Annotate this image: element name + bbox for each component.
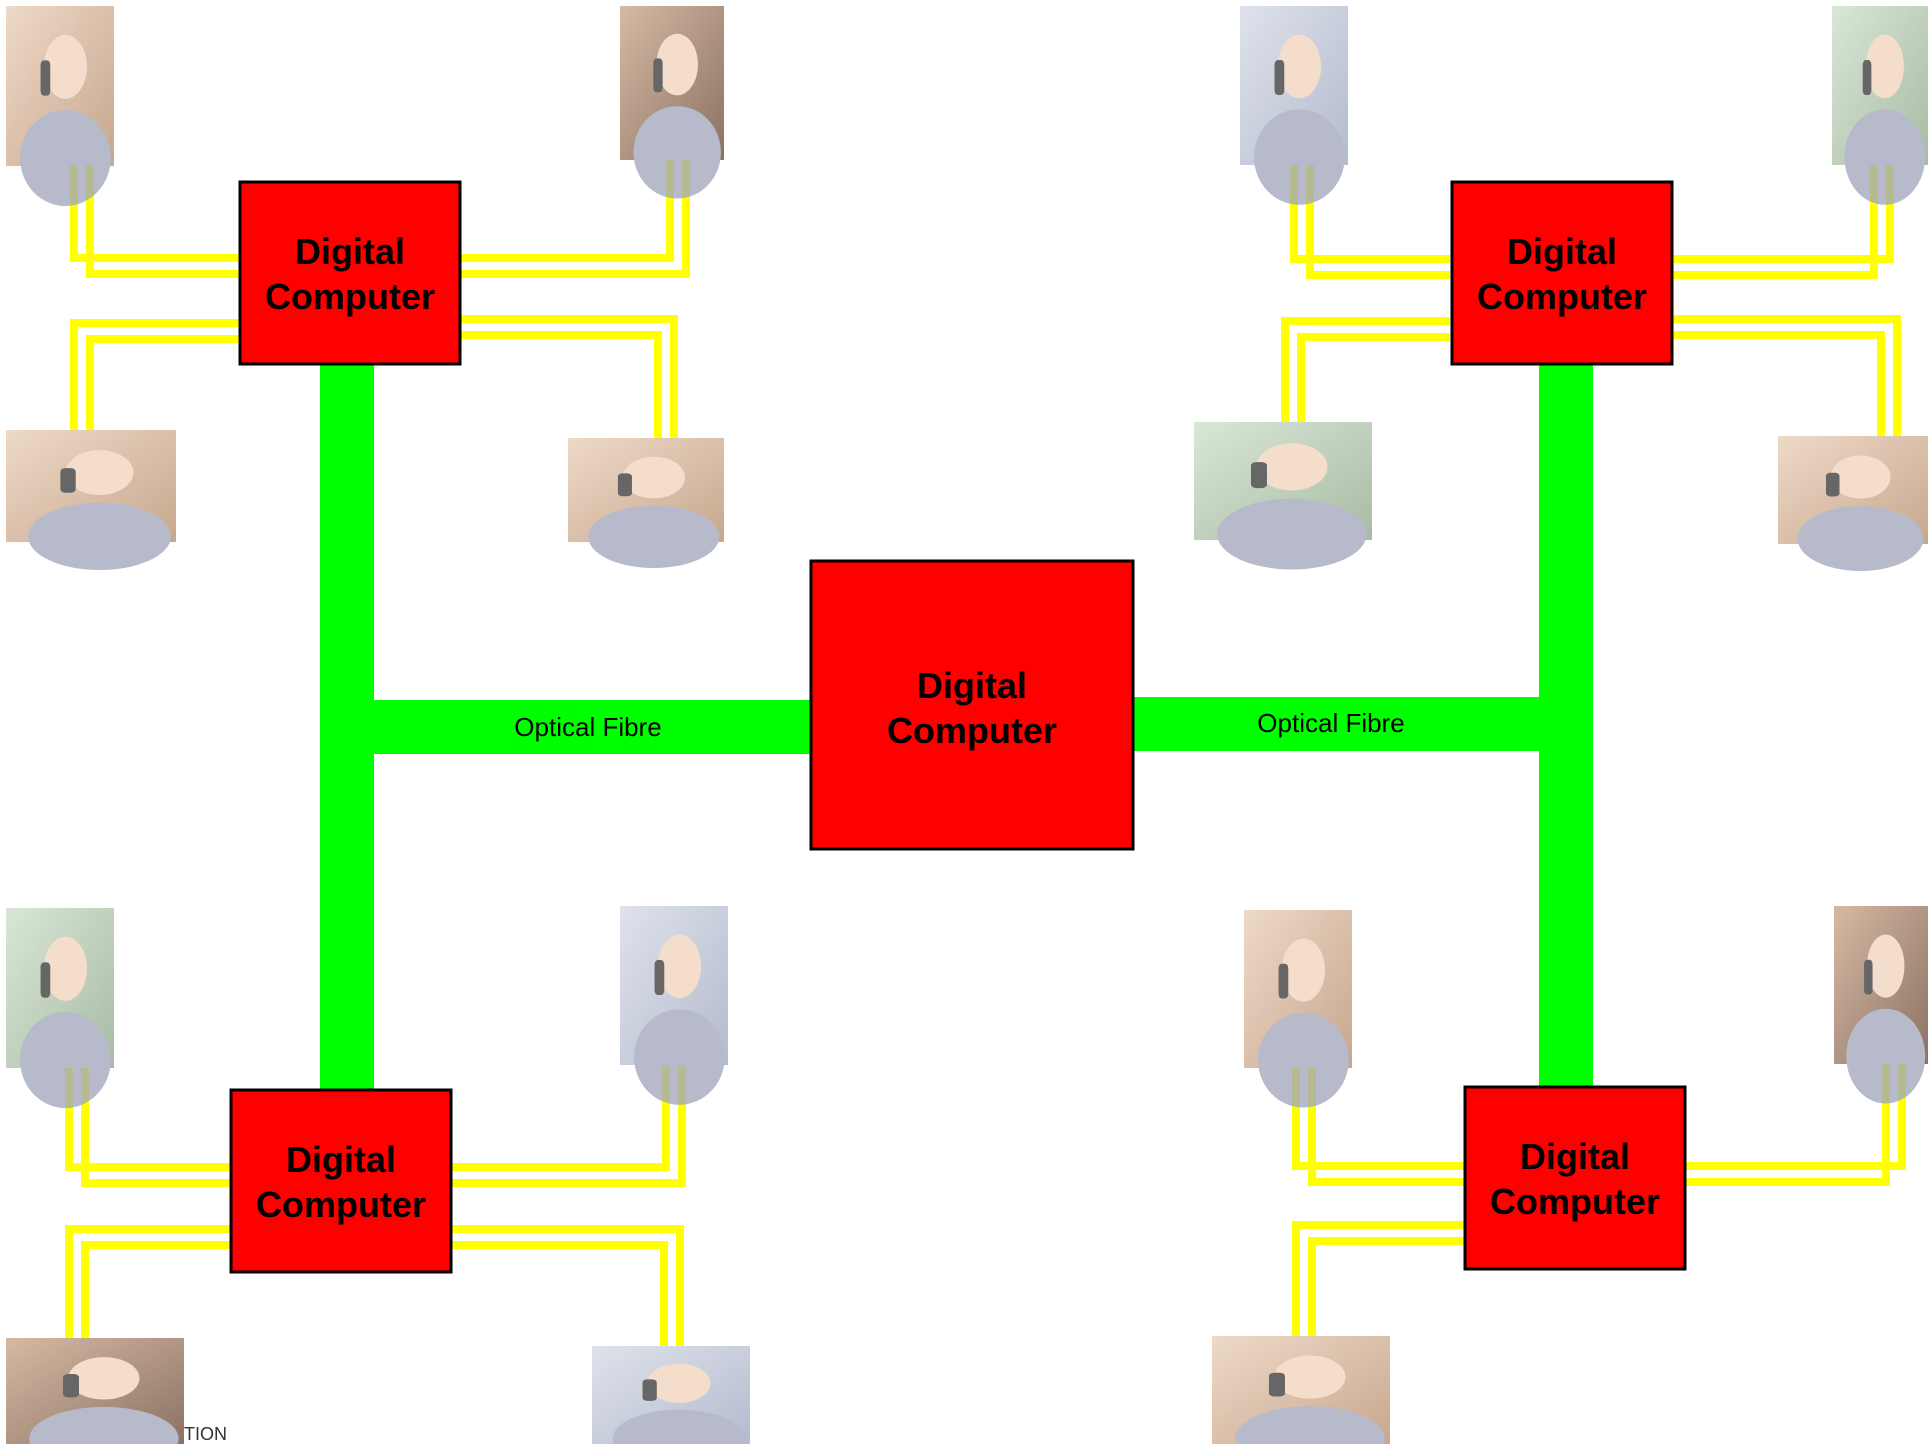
person-on-phone-photo-tl-2	[620, 6, 724, 199]
phone-line-tl-3	[70, 319, 240, 430]
person-on-phone-photo-br-2	[1834, 906, 1928, 1104]
phone-line-tl-4	[460, 315, 678, 438]
svg-text:Computer: Computer	[1490, 1181, 1660, 1222]
fibre-label-left: Optical Fibre	[514, 712, 661, 742]
person-on-phone-photo-br-1	[1244, 910, 1352, 1108]
svg-text:Computer: Computer	[887, 710, 1057, 751]
person-on-phone-photo-tl-3	[6, 430, 176, 570]
computer-center: Digital Computer	[809, 559, 1135, 851]
svg-text:Computer: Computer	[265, 276, 435, 317]
phone-user-photos	[6, 6, 1928, 1444]
computer-bottom-left: Digital Computer	[229, 1088, 453, 1274]
person-on-phone-photo-tr-1	[1240, 6, 1348, 205]
phone-lines	[65, 160, 1906, 1346]
phone-line-bl-3	[65, 1225, 230, 1338]
computer-top-right: Digital Computer	[1450, 180, 1674, 366]
phone-line-tr-3	[1281, 317, 1450, 422]
person-on-phone-photo-bl-1	[6, 908, 114, 1108]
fibre-label-right: Optical Fibre	[1257, 708, 1404, 738]
svg-text:Computer: Computer	[256, 1184, 426, 1225]
phone-line-tr-4	[1673, 315, 1901, 436]
person-on-phone-photo-tr-3	[1194, 422, 1372, 570]
person-on-phone-photo-tl-4	[568, 438, 724, 568]
svg-text:Digital: Digital	[1507, 231, 1617, 272]
svg-text:Computer: Computer	[1477, 276, 1647, 317]
computer-top-left: Digital Computer	[238, 180, 462, 366]
optical-fibre-network	[320, 363, 1593, 1091]
phone-line-bl-4	[451, 1225, 684, 1346]
person-on-phone-photo-tr-4	[1778, 436, 1928, 571]
corner-text-fragment: TION	[184, 1424, 227, 1444]
fibre-right-horizontal	[1133, 697, 1593, 751]
person-on-phone-photo-tr-2	[1832, 6, 1928, 205]
svg-text:Digital: Digital	[917, 665, 1027, 706]
person-on-phone-photo-br-3	[1212, 1336, 1390, 1444]
computer-bottom-right: Digital Computer	[1463, 1085, 1687, 1271]
phone-line-br-3	[1292, 1221, 1465, 1336]
person-on-phone-photo-bl-3	[6, 1338, 184, 1444]
fibre-left-horizontal	[320, 700, 812, 754]
person-on-phone-photo-tl-1	[6, 6, 114, 206]
person-on-phone-photo-bl-2	[620, 906, 728, 1105]
svg-text:Digital: Digital	[295, 231, 405, 272]
svg-text:Digital: Digital	[286, 1139, 396, 1180]
svg-text:Digital: Digital	[1520, 1136, 1630, 1177]
person-on-phone-photo-bl-4	[592, 1346, 750, 1444]
